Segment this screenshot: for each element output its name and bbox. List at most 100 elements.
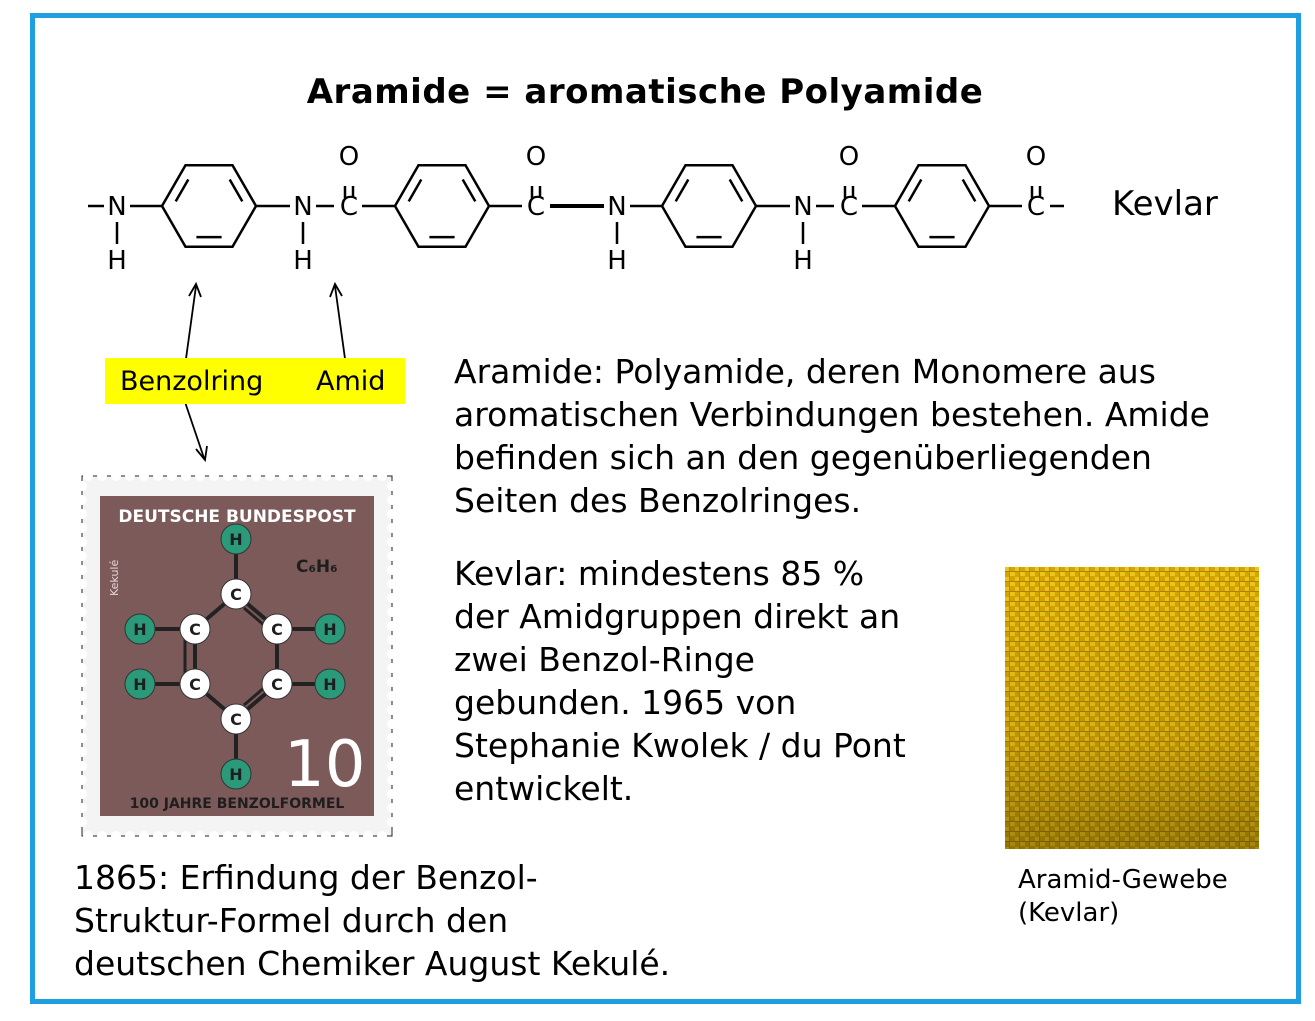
aramide-definition: Aramide: Polyamide, deren Monomere aus a… [454,352,1210,520]
c-upper-right-atom-label: C [271,620,283,639]
perforation-hole [77,593,87,603]
perforation-hole [77,691,87,701]
perforation-hole [387,705,397,715]
perforation-hole [387,677,397,687]
perforation-hole [125,831,135,841]
c-lower-right-atom-label: C [271,675,283,694]
perforation-hole [223,471,233,481]
perforation-hole [77,775,87,785]
perforation-hole [387,579,397,589]
perforation-hole [387,649,397,659]
perforation-hole [77,649,87,659]
amine4-n: N [793,192,812,222]
perforation-hole [83,471,93,481]
perforation-hole [251,831,261,841]
carbonyl2-c: C [527,192,545,222]
perforation-hole [265,471,275,481]
perforation-hole [77,719,87,729]
fabric-shading [1005,567,1259,849]
stamp-value: 10 [284,728,365,802]
perforation-hole [307,831,317,841]
perforation-hole [77,733,87,743]
h-lower-right-atom [314,668,346,700]
h-top-atom-label: H [229,530,242,549]
perforation-hole [77,817,87,827]
perforation-hole [265,831,275,841]
perforation-hole [167,831,177,841]
perforation-hole [349,471,359,481]
perforation-hole [77,579,87,589]
ring4-double-bond [907,178,923,202]
amine3-h: H [607,246,627,276]
ring3-double-bond [674,178,690,202]
amine1-h: H [107,246,127,276]
carbonyl3-c: C [840,192,858,222]
perforation-hole [251,471,261,481]
perforation-hole [111,471,121,481]
perforation-hole [237,831,247,841]
h-upper-right-atom [314,613,346,645]
perforation-hole [83,831,93,841]
perforation-hole [377,831,387,841]
arrow-head-amide [329,281,343,298]
c-lower-left-atom-label: C [189,675,201,694]
perforation-hole [195,831,205,841]
formula-group [88,164,1064,248]
perforation-hole [387,495,397,505]
carbonyl4-o: O [1026,142,1046,172]
ring2-double-bond [407,178,423,202]
perforation-hole [153,471,163,481]
perforation-hole [181,471,191,481]
perforation-hole [321,831,331,841]
arrow-to-amide [334,285,347,367]
perforation-hole [293,831,303,841]
perforation-hole [387,523,397,533]
h-upper-left-atom-label: H [133,620,146,639]
perforation-hole [77,789,87,799]
perforation-hole [139,831,149,841]
amine2-h: H [293,246,313,276]
amine3-n: N [607,192,626,222]
perforation-hole [387,775,397,785]
label-arrows [184,281,347,463]
aramid-fabric-image [1005,567,1259,849]
perforation-hole [77,537,87,547]
perforation-hole [77,481,87,491]
h-lower-left-atom [124,668,156,700]
perforation-hole [223,831,233,841]
ring2 [393,164,491,248]
c-upper-left-atom-label: C [189,620,201,639]
perforation-hole [387,551,397,561]
arrow-to-stamp [184,401,205,459]
c-upper-right-atom [261,613,293,645]
perforation-hole [293,471,303,481]
perforation-hole [279,831,289,841]
carbonyl3-o: O [839,142,859,172]
perforation-hole [237,471,247,481]
perforation-hole [195,471,205,481]
perforation-hole [387,565,397,575]
ring4-double-bond [961,178,977,202]
perforation-hole [111,831,121,841]
amid-label: Amid [316,366,386,397]
perforation-hole [387,635,397,645]
perforation-hole [77,677,87,687]
perforation-hole [387,663,397,673]
c-lower-left-atom [179,668,211,700]
ring1-double-bond [228,178,244,202]
amine1-n: N [107,192,126,222]
perforation-hole [363,471,373,481]
h-upper-left-atom [124,613,156,645]
stamp-footer: 100 JAHRE BENZOLFORMEL [130,796,345,812]
perforation-hole [387,733,397,743]
perforation-hole [307,471,317,481]
kevlar-label: Kevlar [1112,184,1218,224]
perforation-hole [77,705,87,715]
perforation-hole [209,831,219,841]
stamp-header: DEUTSCHE BUNDESPOST [118,507,356,527]
perforation-hole [153,831,163,841]
perforation-hole [77,509,87,519]
